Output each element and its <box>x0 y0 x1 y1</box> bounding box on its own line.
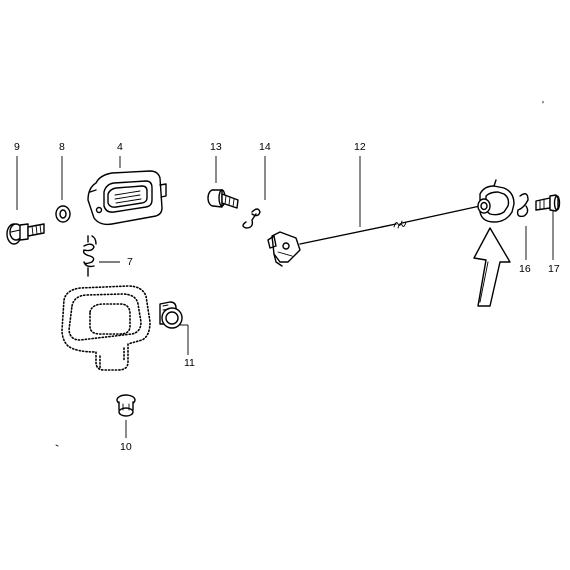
callout-13: 13 <box>210 141 222 183</box>
callout-10: 10 <box>120 420 132 453</box>
callout-11: 11 <box>178 324 195 369</box>
callout-14: 14 <box>259 141 271 200</box>
part-12-rod <box>267 205 481 267</box>
pointer-arrow-icon <box>473 227 511 307</box>
callout-label-8: 8 <box>59 141 65 153</box>
part-17-bolt <box>535 194 561 212</box>
callout-17: 17 <box>548 210 560 275</box>
part-9-screw <box>6 223 45 245</box>
callout-7: 7 <box>99 256 133 268</box>
part-14-clip <box>242 208 261 229</box>
part-11-plug <box>159 301 183 329</box>
callout-label-17: 17 <box>548 263 560 275</box>
lock-housing-outline <box>61 285 151 371</box>
callout-8: 8 <box>59 141 65 200</box>
callout-label-10: 10 <box>120 441 132 453</box>
callout-label-14: 14 <box>259 141 271 153</box>
callout-16: 16 <box>519 226 531 275</box>
part-7-spring <box>82 235 97 277</box>
callout-label-9: 9 <box>14 141 20 153</box>
part-13-screw <box>207 189 239 209</box>
part-16-clip <box>516 193 529 218</box>
callout-12: 12 <box>354 141 366 227</box>
callout-label-7: 7 <box>127 256 133 268</box>
callout-label-16: 16 <box>519 263 531 275</box>
callout-9: 9 <box>14 141 20 210</box>
callout-label-12: 12 <box>354 141 366 153</box>
callout-label-11: 11 <box>184 357 195 369</box>
callout-label-13: 13 <box>210 141 222 153</box>
stray-mark <box>55 444 59 447</box>
part-8-washer <box>55 205 71 223</box>
lock-core-end <box>477 179 515 223</box>
page-marker: ' <box>542 99 544 111</box>
callout-4: 4 <box>117 141 123 168</box>
part-4-bezel <box>87 170 167 226</box>
part-10-grommet <box>116 394 136 417</box>
callout-label-4: 4 <box>117 141 123 153</box>
